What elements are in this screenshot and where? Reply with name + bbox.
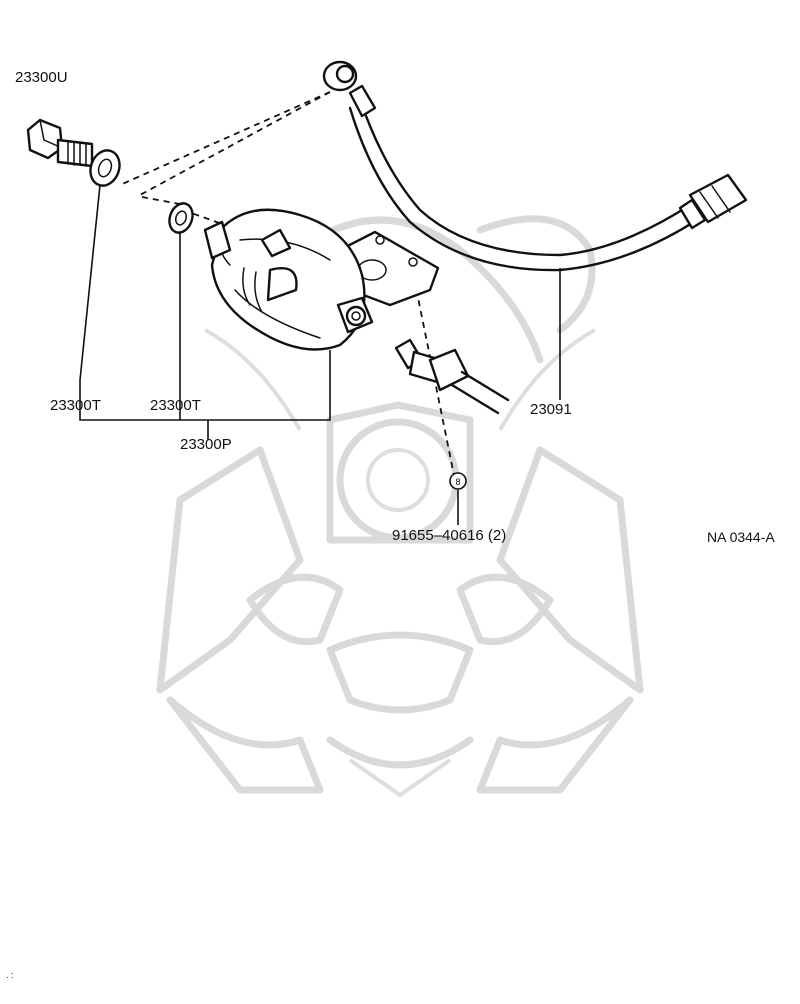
fuel-pipe — [322, 60, 748, 272]
label-gasket-inner: 23300T — [150, 397, 201, 414]
corner-mark: . : — [6, 970, 14, 980]
fuel-filter — [203, 208, 440, 351]
diagram-code: NA 0344-A — [707, 529, 775, 545]
pipe-fitting-lower — [394, 338, 510, 415]
label-gasket-outer: 23300T — [50, 397, 101, 414]
leader-lines — [79, 184, 561, 525]
union-bolt — [26, 118, 94, 168]
gasket-inner — [168, 202, 194, 234]
label-mounting-bolt: 91655–40616 (2) — [392, 527, 506, 544]
label-fuel-filter: 23300P — [180, 436, 232, 453]
bolt-symbol: 8 — [449, 472, 467, 490]
gasket-outer — [89, 149, 121, 187]
watermark-logo — [156, 215, 644, 798]
label-fuel-pipe: 23091 — [530, 401, 572, 418]
bolt-symbol-text: 8 — [455, 477, 460, 487]
label-union-bolt: 23300U — [15, 69, 68, 86]
